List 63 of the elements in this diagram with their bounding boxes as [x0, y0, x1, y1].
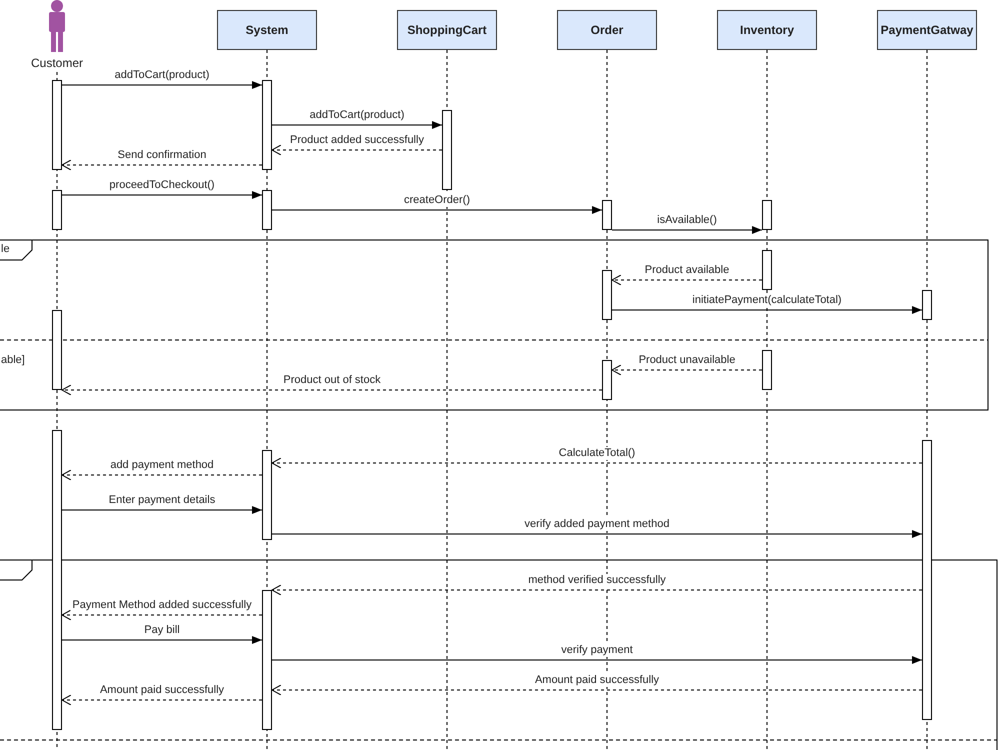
edge-label: createOrder() — [402, 194, 472, 207]
participant-box: System — [217, 10, 317, 50]
edge-label: method verified successfully — [526, 574, 668, 587]
return-arrow — [62, 610, 262, 620]
edge-label: addToCart(product) — [112, 69, 212, 82]
edge-label: Product added successfully — [288, 134, 426, 147]
message-arrow — [62, 191, 262, 199]
activation-bar — [262, 190, 272, 230]
return-arrow — [62, 160, 262, 170]
guard-label: able] — [1, 354, 25, 367]
activation-bar — [262, 450, 272, 540]
return-arrow — [612, 274, 762, 286]
activation-bar — [762, 350, 772, 390]
participant-box: PaymentGatway — [877, 10, 977, 50]
edge-label: Amount paid successfully — [532, 674, 662, 687]
message-arrow — [62, 506, 262, 514]
return-arrow — [62, 470, 262, 480]
edge-label: proceedToCheckout() — [107, 179, 217, 192]
message-arrow — [272, 530, 922, 538]
activation-bar — [52, 190, 62, 230]
edge-label: verify added payment method — [522, 518, 672, 531]
activation-bar — [922, 440, 932, 720]
message-arrow — [272, 206, 602, 214]
activation-bar — [602, 270, 612, 320]
edge-label: addToCart(product) — [308, 109, 406, 122]
return-arrow — [272, 584, 922, 596]
activation-bar — [922, 290, 932, 320]
edge-label: verify payment — [559, 644, 635, 657]
edge-label: Amount paid successfully — [98, 684, 226, 697]
edge-label: Enter payment details — [106, 494, 218, 507]
return-arrow — [62, 694, 262, 706]
participant-box: ShoppingCart — [397, 10, 497, 50]
message-arrow — [272, 656, 922, 664]
activation-bar — [262, 80, 272, 170]
return-arrow — [612, 364, 762, 376]
message-arrow — [62, 81, 262, 89]
return-arrow — [272, 144, 442, 156]
edge-label: initiatePayment(calculateTotal) — [690, 294, 844, 307]
return-arrow — [272, 458, 922, 468]
message-arrow — [62, 636, 262, 644]
activation-bar — [52, 310, 62, 390]
message-arrow — [612, 306, 922, 314]
message-arrow — [612, 226, 762, 234]
return-arrow — [272, 684, 922, 696]
activation-bar — [262, 590, 272, 730]
activation-bar — [52, 430, 62, 730]
participant-box: Order — [557, 10, 657, 50]
activation-bar — [762, 200, 772, 230]
activation-bar — [602, 360, 612, 400]
edge-label: Payment Method added successfully — [70, 599, 254, 612]
edge-label: CalculateTotal() — [556, 447, 638, 460]
activation-bar — [442, 110, 452, 190]
guard-label: le — [1, 243, 10, 256]
activation-bar — [602, 200, 612, 230]
activation-bar — [52, 80, 62, 170]
activation-bar — [762, 250, 772, 290]
edge-label: add payment method — [108, 459, 216, 472]
message-arrow — [272, 121, 442, 129]
participant-box: Inventory — [717, 10, 817, 50]
actor-label: Customer — [30, 56, 83, 70]
edge-label: Pay bill — [142, 624, 182, 637]
edge-label: isAvailable() — [655, 214, 719, 227]
return-arrow — [62, 384, 602, 396]
